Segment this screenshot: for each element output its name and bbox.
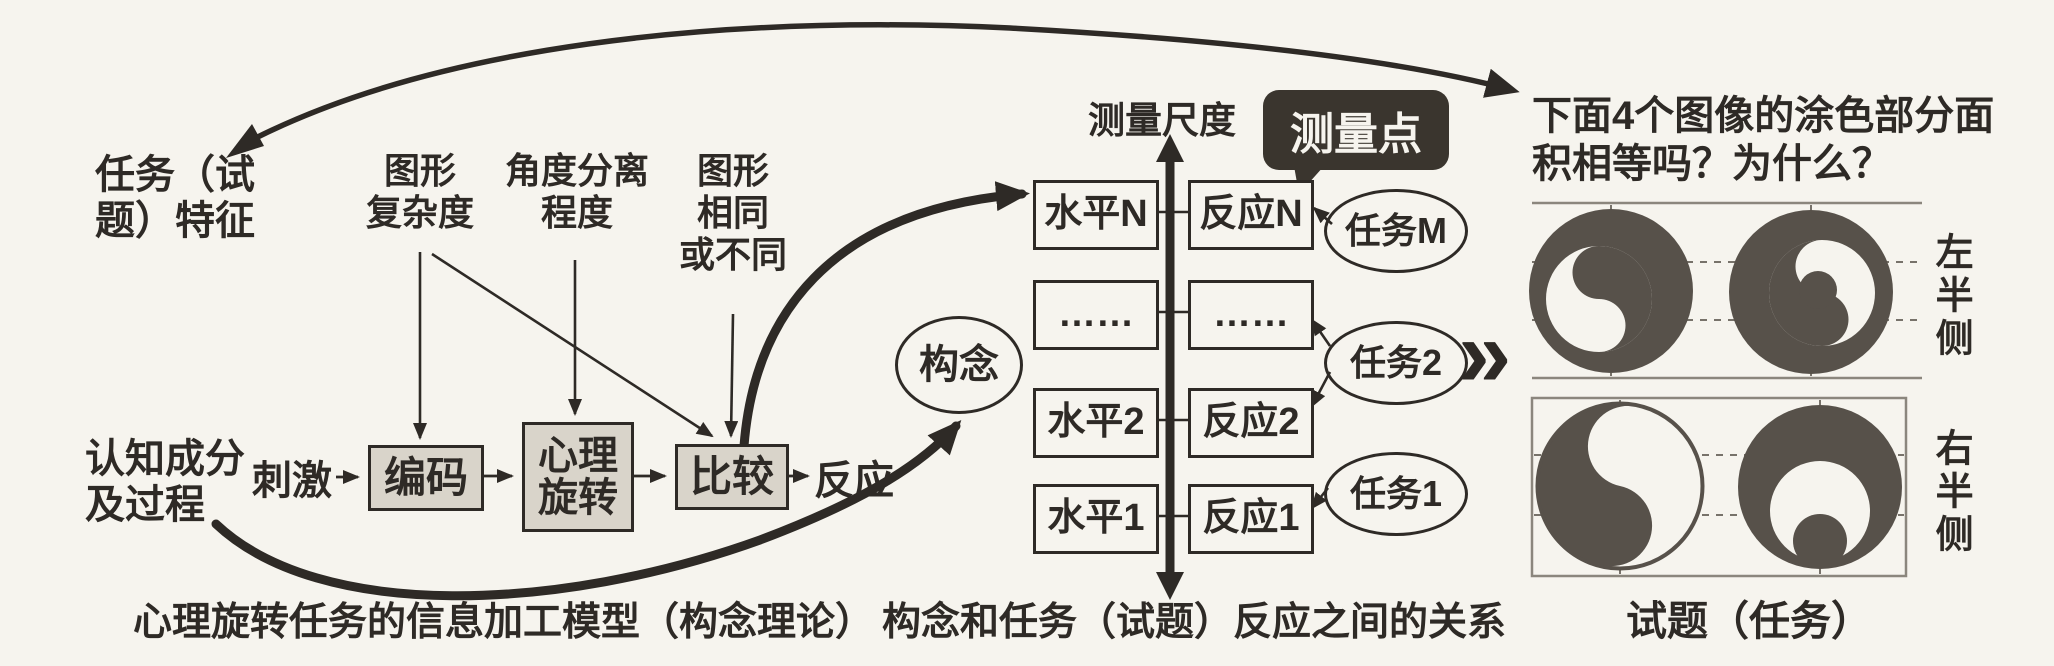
mental-rotation-box-label: 心理 旋转: [538, 434, 618, 520]
response-box-dots-label: ……: [1213, 293, 1289, 336]
construct-ellipse: 构念: [895, 316, 1023, 414]
measurement-point-label: 测量点: [1290, 110, 1422, 159]
task-ellipse-M: 任务M: [1324, 189, 1468, 273]
comparison-box: 比较: [675, 444, 789, 510]
factor-figure-complexity-label: 图形 复杂度: [365, 150, 474, 233]
response-box-N: 反应N: [1188, 180, 1314, 250]
stimulus-label: 刺激: [252, 459, 332, 503]
stimulus-circle-2: [1729, 210, 1893, 374]
task2-to-dots-arrow: [1310, 318, 1332, 347]
measurement-scale-axis: [1156, 134, 1184, 600]
response-box-1-label: 反应1: [1202, 497, 1300, 540]
encoding-box-label: 编码: [383, 453, 468, 501]
construct-label: 构念: [919, 343, 999, 387]
stimuli-caption: 试题（任务）: [1626, 598, 1872, 644]
left-half-label: 左半侧: [1929, 232, 1972, 361]
mental-rotation-box: 心理 旋转: [522, 422, 634, 532]
level-box-1-label: 水平1: [1047, 497, 1145, 540]
response-box-1: 反应1: [1188, 484, 1314, 554]
level-box-2: 水平2: [1033, 388, 1159, 458]
complexity-to-comparison-arrow: [431, 252, 714, 438]
level-box-dots-label: ……: [1058, 293, 1134, 336]
axis-down-arrowhead-icon: [1156, 572, 1184, 600]
level-box-N: 水平N: [1033, 180, 1159, 250]
response-box-2-label: 反应2: [1202, 401, 1300, 444]
response-box-N-label: 反应N: [1199, 193, 1303, 236]
process-to-construct-arrow: [211, 420, 962, 601]
flow-arrows: [336, 469, 810, 484]
relationship-caption: 构念和任务（试题）反应之间的关系: [882, 601, 1507, 644]
task-to-stimuli-arrow: [226, 22, 1520, 158]
task2-to-response2-arrow: [1310, 371, 1332, 408]
comparison-to-levelN-arrow: [739, 181, 1030, 451]
response-box-dots: ……: [1188, 280, 1314, 350]
model-caption: 心理旋转任务的信息加工模型（构念理论）: [133, 601, 875, 644]
comparison-box-label: 比较: [689, 452, 774, 500]
response-box-2: 反应2: [1188, 388, 1314, 458]
response-label: 反应: [814, 459, 894, 503]
double-chevron-icon: »: [1458, 300, 1512, 407]
samediff-to-comparison-arrow: [724, 313, 739, 438]
stimulus-circle-1: [1529, 209, 1693, 373]
task-features-label: 任务（试 题）特征: [95, 153, 255, 244]
factor-same-different-label: 图形 相同 或不同: [678, 150, 787, 275]
task-ellipse-1-label: 任务1: [1349, 473, 1443, 515]
encoding-box: 编码: [368, 445, 484, 511]
stimulus-circle-4: [1738, 405, 1902, 569]
measurement-scale-label: 测量尺度: [1088, 100, 1236, 141]
task-ellipse-1: 任务1: [1324, 452, 1468, 536]
stimulus-circle-3: [1535, 401, 1705, 571]
task-ellipse-M-label: 任务M: [1345, 210, 1447, 252]
task-arrows: [1310, 206, 1333, 510]
task-ellipse-2: 任务2: [1324, 321, 1468, 405]
level-box-dots: ……: [1033, 280, 1159, 350]
factor-angular-disparity-label: 角度分离 程度: [504, 150, 649, 233]
measurement-point-bubble: 测量点: [1263, 90, 1449, 170]
task-ellipse-2-label: 任务2: [1349, 342, 1443, 384]
stimuli-question-text: 下面4个图像的涂色部分面积相等吗？为什么？: [1532, 94, 1995, 186]
right-half-label: 右半侧: [1929, 428, 1972, 557]
arrowhead-left-icon: [226, 124, 264, 158]
cognitive-components-label: 认知成分 及过程: [85, 437, 245, 528]
level-box-2-label: 水平2: [1047, 401, 1145, 444]
factor-arrows: [413, 252, 739, 440]
axis-up-arrowhead-icon: [1156, 134, 1184, 162]
level-box-1: 水平1: [1033, 484, 1159, 554]
level-box-N-label: 水平N: [1044, 193, 1148, 236]
